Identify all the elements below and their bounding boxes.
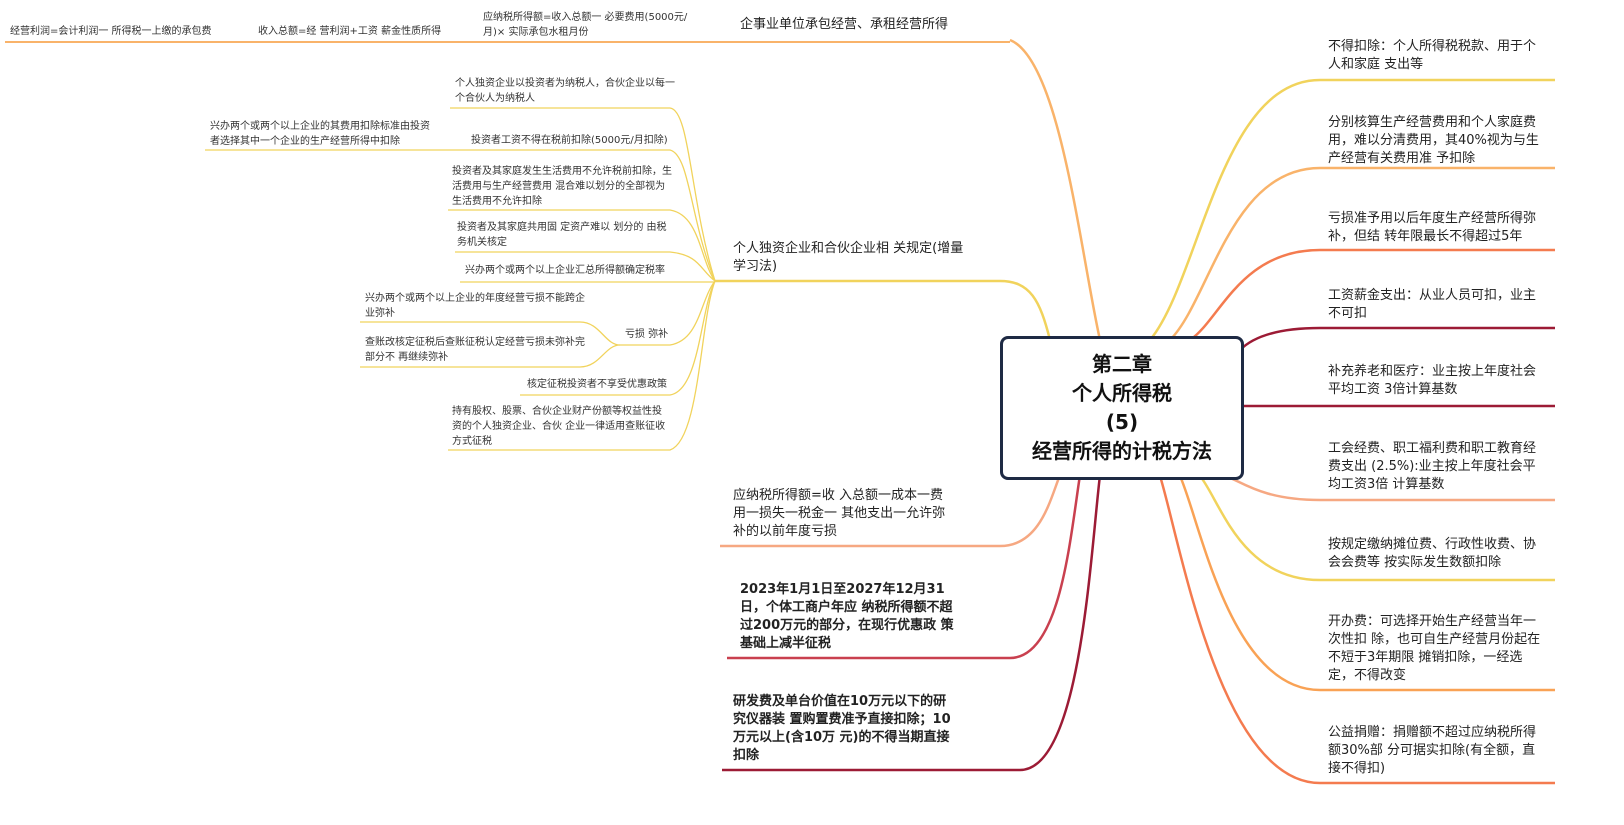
node[interactable]: 收入总额=经 营利润+工资 薪金性质所得 — [258, 26, 442, 37]
node[interactable]: 投资者及其家庭发生生活费用不允许税前扣除，生活费用与生产经营费用 混合难以划分的… — [452, 166, 672, 207]
right-node[interactable]: 补充养老和医疗：业主按上年度社会平均工资 3倍计算基数 — [1328, 364, 1537, 397]
center-line: 个人所得税 — [1072, 381, 1172, 405]
branch-rd[interactable]: 研发费及单台价值在10万元以下的研究仪器装 置购置费准予直接扣除；10万元以上(… — [733, 694, 951, 763]
node[interactable]: 应纳税所得额=收入总额一 必要费用(5000元/月)× 实际承包水租月份 — [483, 12, 688, 38]
center-line: 经营所得的计税方法 — [1032, 439, 1212, 463]
node[interactable]: 投资者工资不得在税前扣除(5000元/月扣除) — [471, 135, 668, 146]
center-line: 第二章 — [1092, 352, 1152, 376]
right-node[interactable]: 不得扣除：个人所得税税款、用于个人和家庭 支出等 — [1328, 39, 1537, 72]
node[interactable]: 投资者及其家庭共用固 定资产难以 划分的 由税务机关核定 — [457, 222, 667, 248]
right-node[interactable]: 工资薪金支出：从业人员可扣，业主不可扣 — [1328, 288, 1537, 321]
branch-halve-tax[interactable]: 2023年1月1日至2027年12月31日，个体工商户年应 纳税所得额不超过20… — [740, 582, 954, 651]
node-loss[interactable]: 亏损 弥补 — [625, 329, 669, 340]
right-node[interactable]: 亏损准予用以后年度生产经营所得弥补，但结 转年限最长不得超过5年 — [1328, 211, 1537, 244]
node[interactable]: 兴办两个或两个以上企业的其费用扣除标准由投资者选择其中一个企业的生产经营所得中扣… — [210, 121, 430, 147]
right-node[interactable]: 按规定缴纳摊位费、行政性收费、协会会费等 按实际发生数额扣除 — [1328, 537, 1537, 570]
node[interactable]: 兴办两个或两个以上企业汇总所得额确定税率 — [465, 265, 665, 276]
node[interactable]: 兴办两个或两个以上企业的年度经营亏损不能跨企业弥补 — [365, 293, 585, 319]
node[interactable]: 查账改核定征税后查账征税认定经营亏损未弥补完部分不 再继续弥补 — [365, 337, 585, 363]
node[interactable]: 核定征税投资者不享受优惠政策 — [527, 379, 667, 390]
branch-sole-partnership[interactable]: 个人独资企业和合伙企业相 关规定(增量 学习法) — [733, 241, 964, 274]
right-node[interactable]: 工会经费、职工福利费和职工教育经费支出 (2.5%):业主按上年度社会平均工资3… — [1328, 441, 1537, 492]
node[interactable]: 持有股权、股票、合伙企业财产份额等权益性投资的个人独资企业、合伙 企业一律适用查… — [452, 406, 666, 447]
branch-contract[interactable]: 企事业单位承包经营、承租经营所得 — [740, 17, 949, 32]
right-node[interactable]: 分别核算生产经营费用和个人家庭费用，难以分清费用，其40%视为与生产经营有关费用… — [1328, 115, 1539, 166]
branch-formula[interactable]: 应纳税所得额=收 入总额一成本一费用一损失一税金一 其他支出一允许弥补的以前年度… — [733, 488, 946, 539]
node[interactable]: 经营利润=会计利润一 所得税一上缴的承包费 — [10, 26, 212, 37]
node[interactable]: 个人独资企业以投资者为纳税人，合伙企业以每一个合伙人为纳税人 — [455, 78, 675, 104]
center-line: (5) — [1105, 410, 1139, 434]
right-node[interactable]: 开办费：可选择开始生产经营当年一次性扣 除，也可自生产经营月份起在不短于3年期限… — [1328, 614, 1541, 683]
central-topic[interactable]: 第二章 个人所得税 (5) 经营所得的计税方法 — [1000, 336, 1244, 480]
right-node[interactable]: 公益捐赠：捐赠额不超过应纳税所得额30%部 分可据实扣除(有全额，直接不得扣) — [1328, 725, 1537, 776]
